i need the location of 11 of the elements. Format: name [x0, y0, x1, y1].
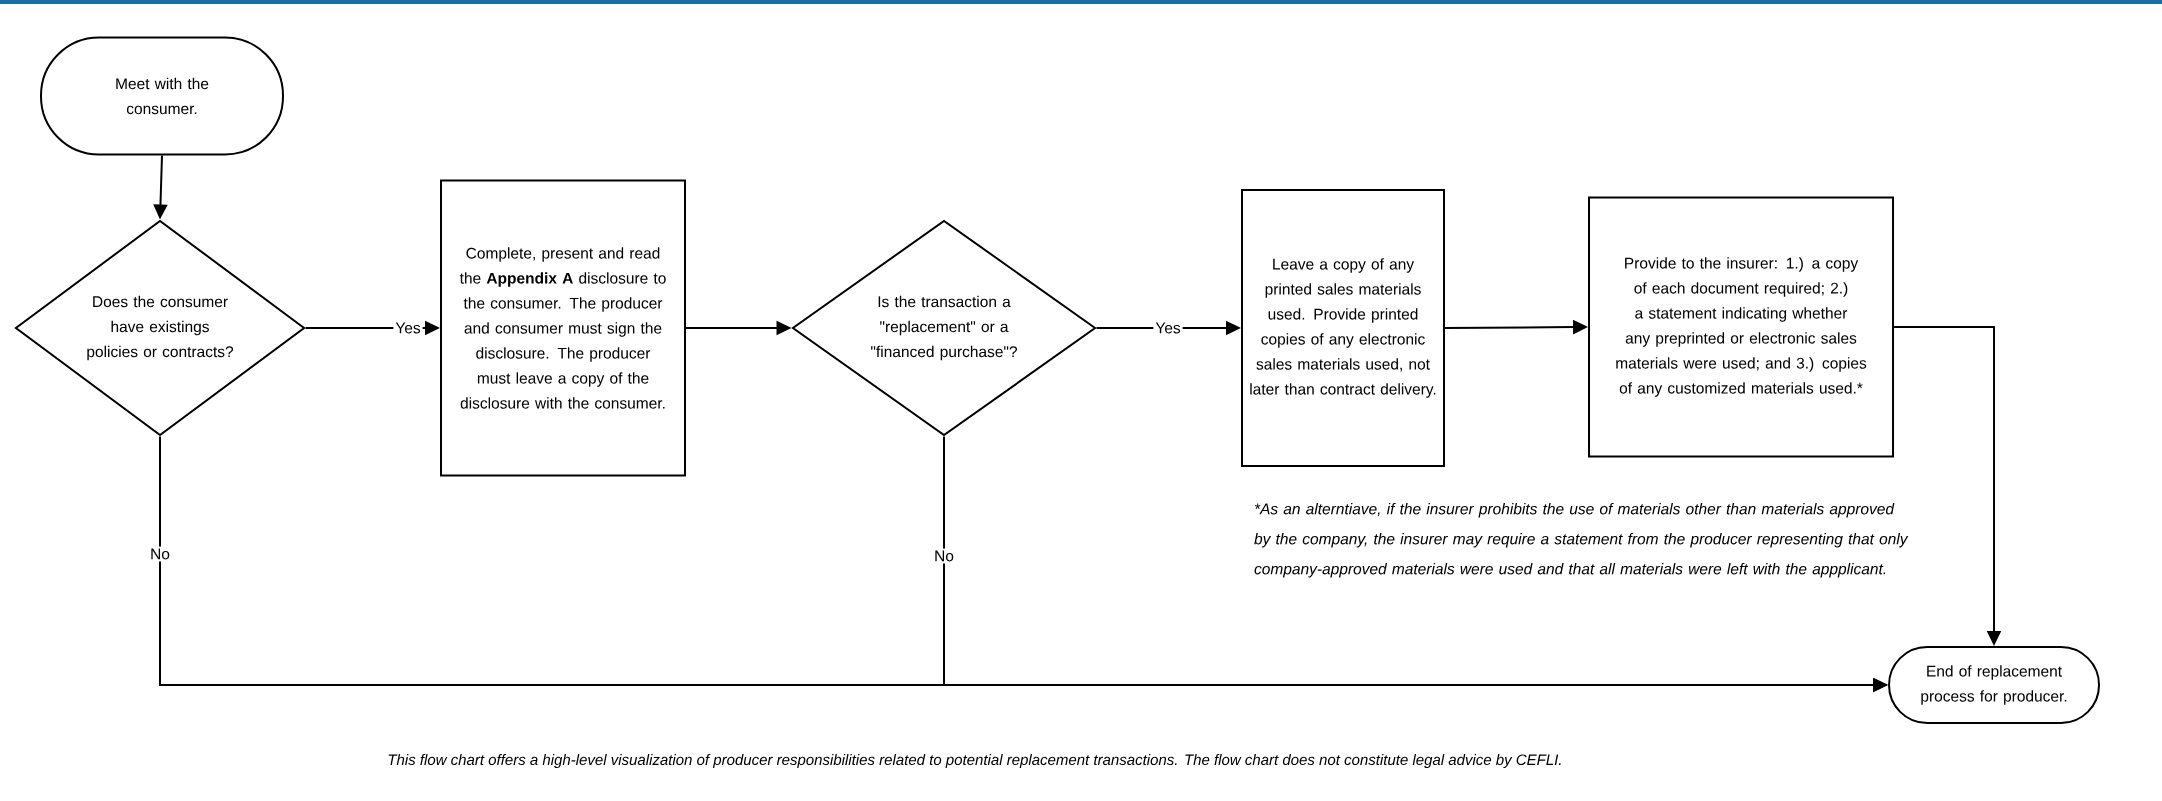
caption: This flow chart offers a high-level visualization of producer responsibilities related to potential replacement transactions. The flow chart does not constitute legal advice by CEFLI. [388, 754, 1561, 768]
edge-label: Yes [393, 320, 423, 336]
process-box: Provide to the insurer: 1.) a copy of each document required; 2.) a statement indicating whether any preprinted or electronic sales materials were used; and 3.) copies of any customized materials used.* [1588, 196, 1894, 458]
edge-label: No [148, 546, 172, 562]
process-box: Leave a copy of any printed sales materials used. Provide printed copies of any electronic sales materials used, not later than contract delivery. [1241, 189, 1445, 467]
edge-label: Yes [1153, 320, 1183, 336]
footnote: *As an alterntiave, if the insurer prohibits the use of materials other than materials approved by the company, the insurer may require a statement from the producer representing that only company-approved materials were used and that all materials were left with the appplicant. [1254, 503, 1909, 578]
edge-label: No [932, 548, 956, 564]
process-box: Complete, present and read the Appendix A disclosure to the consumer. The producer and consumer must sign the disclosure. The producer must leave a copy of the disclosure with the consumer. [440, 179, 686, 477]
start-terminator: Meet with the consumer. [40, 36, 284, 156]
end-terminator: End of replacement process for producer. [1888, 646, 2100, 724]
